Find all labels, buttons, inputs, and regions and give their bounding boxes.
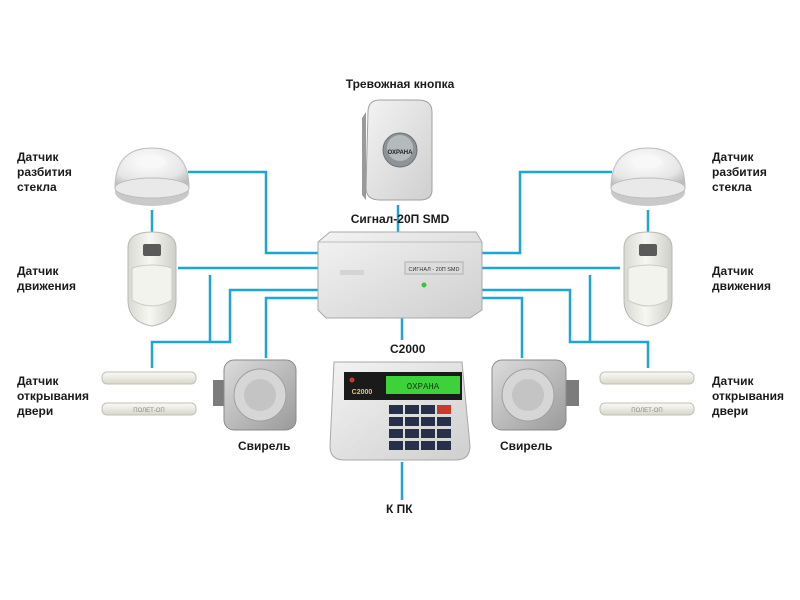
door-sensor-left-text: ПОЛЕТ-ОП — [133, 408, 165, 414]
panic-button-device: ОХРАНА — [362, 99, 433, 201]
wire-glass-break-left — [188, 170, 318, 255]
controller-label: Сигнал-20П SMD — [350, 212, 450, 226]
door-sensor-right-text: ПОЛЕТ-ОП — [631, 408, 663, 414]
motion-right-label: Датчик движения — [712, 264, 772, 293]
panic-button-face-text: ОХРАНА — [388, 150, 414, 156]
wiring — [150, 170, 650, 500]
door-sensor-right: ПОЛЕТ-ОП — [599, 371, 695, 416]
siren-left — [213, 359, 297, 431]
siren-right-label: Свирель — [500, 439, 553, 453]
keypad-device: ОХРАНА С2000 — [329, 361, 471, 461]
motion-left-label: Датчик движения — [17, 264, 77, 293]
motion-sensor-right — [623, 231, 673, 327]
keypad-label: С2000 — [390, 342, 426, 356]
keypad-keys — [389, 405, 451, 450]
door-right-label: Датчик открывания двери — [712, 374, 785, 418]
panic-button-label: Тревожная кнопка — [345, 77, 455, 91]
door-sensor-left: ПОЛЕТ-ОП — [101, 371, 197, 416]
glass-break-sensor-left — [114, 147, 190, 206]
wire-glass-break-right — [482, 170, 612, 255]
glass-break-left-label: Датчик разбития стекла — [17, 150, 72, 194]
wire-door-left — [150, 288, 318, 368]
wire-siren-left — [264, 296, 318, 358]
keypad-brand-text: С2000 — [352, 389, 373, 396]
motion-sensor-left — [127, 231, 177, 327]
siren-right — [491, 359, 579, 431]
to-pc-label: К ПК — [386, 502, 413, 516]
controller-device: СИГНАЛ - 20П SMD — [317, 231, 483, 319]
glass-break-right-label: Датчик разбития стекла — [712, 150, 767, 194]
controller-face-text: СИГНАЛ - 20П SMD — [409, 267, 460, 273]
wire-door-right — [482, 288, 650, 368]
door-left-label: Датчик открывания двери — [17, 374, 90, 418]
keypad-display-text: ОХРАНА — [407, 382, 440, 392]
glass-break-sensor-right — [610, 147, 686, 206]
wire-siren-right — [482, 296, 524, 358]
siren-left-label: Свирель — [238, 439, 291, 453]
